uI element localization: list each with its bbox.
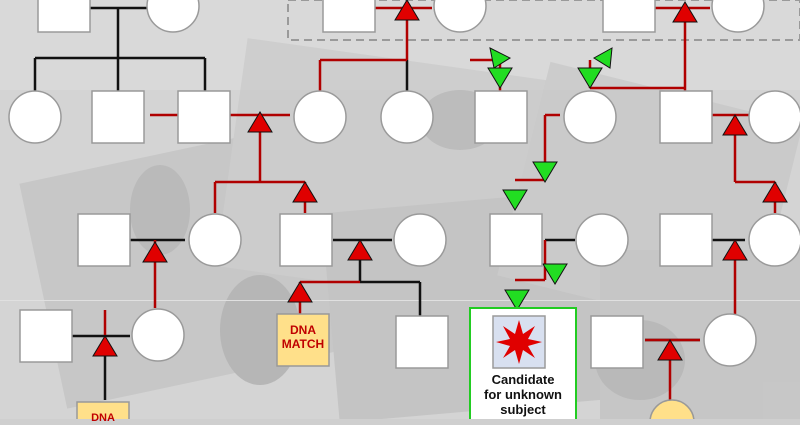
green-arrows — [487, 47, 613, 311]
red-arrow-6 — [347, 239, 373, 261]
tree-nodes — [8, 0, 800, 369]
person-circle — [575, 213, 629, 267]
red-arrow-8 — [92, 335, 118, 357]
red-arrow-5 — [142, 241, 168, 263]
person-circle — [8, 90, 62, 144]
person-square — [474, 90, 528, 144]
person-circle — [748, 213, 800, 267]
person-square — [395, 315, 449, 369]
person-circle — [711, 0, 765, 33]
person-square — [489, 213, 543, 267]
person-square — [279, 213, 333, 267]
red-arrow-4 — [292, 181, 318, 203]
dna-match-box-1 — [276, 313, 330, 367]
person-circle — [703, 313, 757, 367]
green-arrow-2 — [487, 67, 513, 89]
person-square — [177, 90, 231, 144]
red-arrow-12 — [657, 339, 683, 361]
person-circle — [131, 308, 185, 362]
person-square — [322, 0, 376, 33]
green-arrow-1 — [489, 47, 512, 69]
dna-match-box-2 — [76, 401, 130, 419]
green-arrow-8 — [504, 289, 530, 311]
person-circle — [563, 90, 617, 144]
red-arrow-7 — [287, 281, 313, 303]
person-circle — [293, 90, 347, 144]
dna-label: DNA — [91, 412, 115, 424]
dna-match-label: DNA MATCH — [281, 323, 325, 351]
person-circle — [146, 0, 200, 33]
star-icon — [496, 320, 542, 364]
green-arrow-4 — [577, 67, 603, 89]
person-square — [602, 0, 656, 33]
red-arrow-2 — [672, 1, 698, 23]
candidate-label: Candidate for unknown subject — [484, 372, 562, 417]
red-arrow-9 — [722, 114, 748, 136]
person-square — [19, 309, 73, 363]
red-arrows — [92, 0, 788, 361]
person-square — [659, 213, 713, 267]
person-circle — [433, 0, 487, 33]
green-arrow-6 — [502, 189, 528, 211]
green-arrow-7 — [542, 263, 568, 285]
person-square — [659, 90, 713, 144]
green-arrow-3 — [593, 47, 613, 69]
person-circle — [380, 90, 434, 144]
red-arrow-1 — [394, 0, 420, 21]
red-arrow-3 — [247, 111, 273, 133]
red-arrow-11 — [722, 239, 748, 261]
person-square — [77, 213, 131, 267]
person-circle — [393, 213, 447, 267]
person-square — [91, 90, 145, 144]
red-arrow-10 — [762, 181, 788, 203]
green-arrow-5 — [532, 161, 558, 183]
person-square — [37, 0, 91, 33]
person-circle — [748, 90, 800, 144]
highlight-circle — [649, 399, 695, 419]
person-square — [590, 315, 644, 369]
person-circle — [188, 213, 242, 267]
